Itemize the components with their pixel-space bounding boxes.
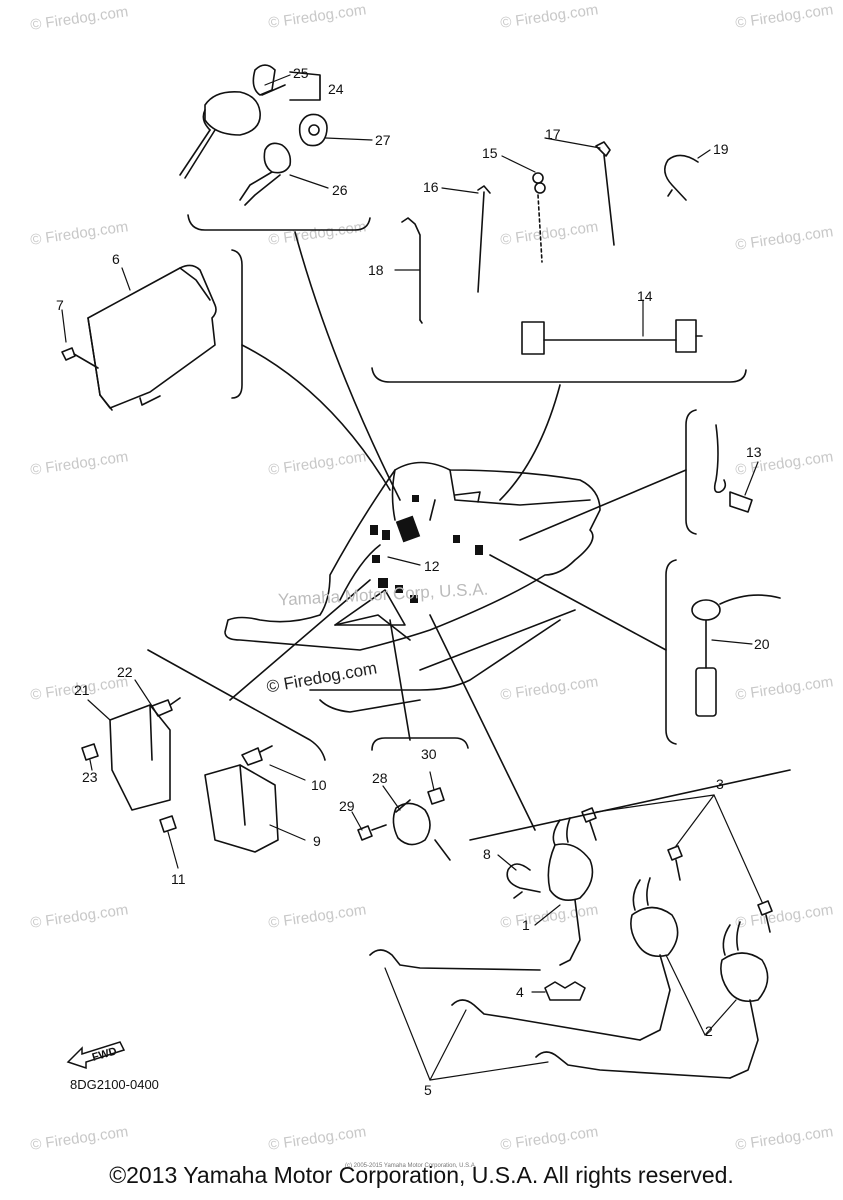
- tie-part-15: [532, 172, 546, 263]
- fwd-arrow-icon: FWD: [66, 1036, 126, 1070]
- bracket-ground-group: [685, 409, 697, 535]
- tie-part-18: [401, 217, 423, 324]
- callout-13: 13: [746, 444, 762, 460]
- callout-28: 28: [372, 770, 388, 786]
- callout-19: 19: [713, 141, 729, 157]
- leader-line: [499, 384, 561, 501]
- callout-9: 9: [313, 833, 321, 849]
- nut-part-27: [298, 113, 328, 147]
- bracket-throttle-group: [371, 737, 469, 751]
- callout-20: 20: [754, 636, 770, 652]
- ground-part-13: [713, 424, 753, 513]
- screw-part-7: [61, 347, 99, 369]
- callout-8: 8: [483, 846, 491, 862]
- bracket-top-group: [187, 214, 371, 231]
- leader-line: [229, 579, 371, 701]
- bolt-part-10: [241, 745, 273, 766]
- main-switch-part: [179, 64, 321, 179]
- callout-6: 6: [112, 251, 120, 267]
- bracket-ignition-group: [469, 769, 791, 841]
- bolt-part-22: [151, 697, 181, 717]
- callout-leaders: [61, 74, 763, 1081]
- callout-26: 26: [332, 182, 348, 198]
- nut-part-30: [427, 787, 445, 805]
- leader-line: [294, 231, 401, 501]
- callout-7: 7: [56, 297, 64, 313]
- callout-16: 16: [423, 179, 439, 195]
- spark-wire-part-5: [369, 949, 731, 1079]
- bracket-relay-group: [147, 649, 326, 761]
- callout-24: 24: [328, 81, 344, 97]
- callout-29: 29: [339, 798, 355, 814]
- callout-10: 10: [311, 777, 327, 793]
- nut-part-11: [159, 815, 177, 833]
- callout-3: 3: [716, 776, 724, 792]
- diagram-code: 8DG2100-0400: [70, 1077, 159, 1092]
- bracket-sensor-group: [665, 559, 677, 745]
- ignition-coil-part-1: [547, 817, 594, 966]
- band-part-14: [521, 319, 703, 355]
- callout-5: 5: [424, 1082, 432, 1098]
- throttle-sensor-part-28: [392, 799, 451, 861]
- callout-22: 22: [117, 664, 133, 680]
- screw-part-29: [357, 824, 387, 841]
- bracket-connectors-group: [371, 367, 747, 383]
- callout-17: 17: [545, 126, 561, 142]
- relay-part-21: [109, 704, 171, 811]
- leader-line: [429, 614, 536, 831]
- bolt-part-3: [581, 807, 773, 933]
- tie-part-16: [477, 185, 491, 293]
- callout-23: 23: [82, 769, 98, 785]
- callout-2: 2: [705, 1023, 713, 1039]
- tie-part-17: [595, 141, 615, 246]
- ecu-part-6: [87, 264, 217, 411]
- leader-line: [489, 554, 667, 651]
- callout-12: 12: [424, 558, 440, 574]
- callout-14: 14: [637, 288, 653, 304]
- leader-line: [519, 469, 687, 541]
- leader-line: [241, 344, 391, 491]
- callout-1: 1: [522, 917, 530, 933]
- chassis-outline: [224, 461, 601, 713]
- callout-18: 18: [368, 262, 384, 278]
- switch-part-26: [239, 142, 292, 206]
- copyright-footer: ©2013 Yamaha Motor Corporation, U.S.A. A…: [109, 1162, 734, 1188]
- callout-15: 15: [482, 145, 498, 161]
- ignition-coil-part-2b: [720, 921, 769, 1079]
- small-credit: (c) 2005-2015 Yamaha Motor Corporation, …: [345, 1163, 477, 1169]
- callout-25: 25: [293, 65, 309, 81]
- sensor-part-20: [691, 594, 781, 717]
- callout-11: 11: [171, 871, 186, 887]
- ignition-coil-part-2a: [630, 877, 679, 1041]
- callout-27: 27: [375, 132, 391, 148]
- leader-line: [389, 619, 411, 741]
- harness-connectors: [370, 495, 483, 603]
- clip-part-8: [506, 863, 541, 899]
- bracket-ecu-group: [231, 249, 243, 399]
- nut-part-23: [81, 743, 99, 761]
- fwd-label: FWD: [91, 1045, 118, 1063]
- relay-part-9: [204, 764, 279, 853]
- callout-4: 4: [516, 984, 524, 1000]
- callout-30: 30: [421, 746, 437, 762]
- callout-21: 21: [74, 682, 90, 698]
- clip-part-19: [664, 154, 699, 201]
- clamp-part-4: [544, 981, 586, 1001]
